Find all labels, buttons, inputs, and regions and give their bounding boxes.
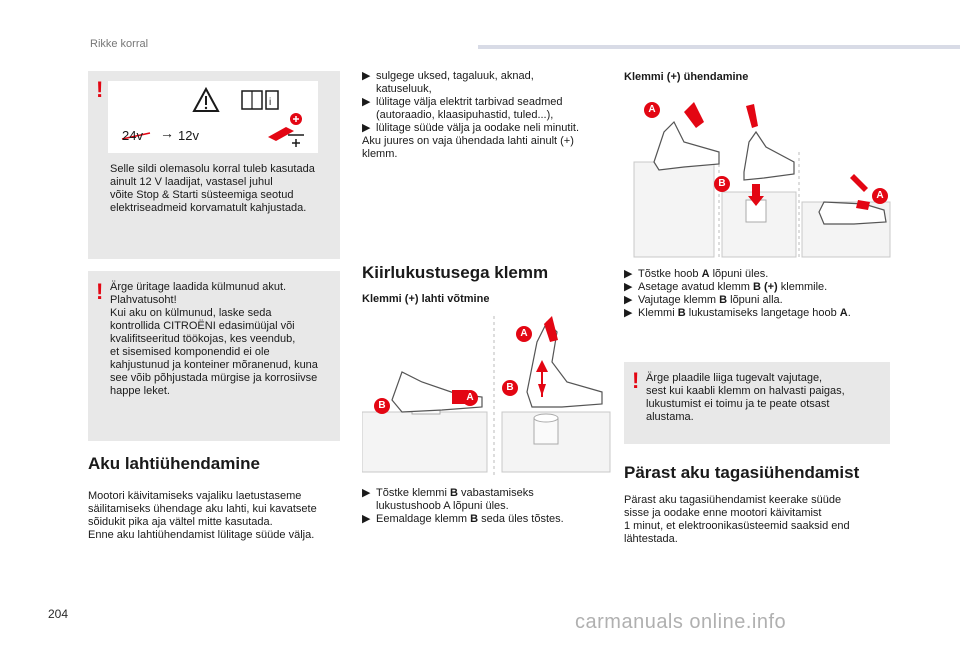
page-header-title: Rikke korral: [90, 38, 149, 50]
triangle-warning-icon: [192, 86, 220, 112]
marker-a: A: [462, 390, 478, 406]
arrow-bullet-icon: ▶︎: [362, 487, 371, 499]
list-item: ▶︎ lülitage välja elektrit tarbivad sead…: [362, 96, 563, 121]
header-bar: [478, 45, 960, 49]
marker-b: B: [502, 380, 518, 396]
section-title-quick-terminal: Kiirlukustusega klemm: [362, 263, 549, 282]
list-item: ▶︎ Klemmi B lukustamiseks langetage hoob…: [624, 307, 851, 319]
marker-a: A: [516, 326, 532, 342]
removal-steps: ▶︎ Tõstke klemmi B vabastamiseks lukustu…: [362, 487, 617, 526]
list-item: ▶︎ Asetage avatud klemm B (+) klemmile.: [624, 281, 828, 293]
label-caption: Selle sildi olemasolu korral tuleb kasut…: [110, 163, 315, 214]
list-item: ▶︎ Vajutage klemm B lõpuni alla.: [624, 294, 783, 306]
list-item: ▶︎ lülitage süüde välja ja oodake neli m…: [362, 122, 580, 134]
label-12v: 12v: [178, 128, 199, 143]
warning-exclamation-icon: !: [96, 77, 104, 102]
arrow-bullet-icon: ▶︎: [624, 307, 633, 319]
press-warning-text: Ärge plaadile liiga tugevalt vajutage, s…: [646, 372, 845, 423]
charger-plug-icon: [268, 113, 304, 147]
subtitle-connect-terminal: Klemmi (+) ühendamine: [624, 71, 749, 83]
arrow-bullet-icon: ▶︎: [362, 70, 371, 82]
arrow-bullet-icon: ▶︎: [624, 281, 633, 293]
marker-a: A: [644, 102, 660, 118]
section-title-reconnect: Pärast aku tagasiühendamist: [624, 463, 860, 482]
list-item: ▶︎ Eemaldage klemm B seda üles tõstes.: [362, 513, 564, 525]
list-item: ▶︎ Tõstke klemmi B vabastamiseks lukustu…: [362, 487, 534, 512]
voltage-label-image: i: [108, 81, 318, 153]
svg-text:i: i: [269, 97, 271, 108]
frozen-battery-warning-box: ! Ärge üritage laadida külmunud akut. Pl…: [88, 271, 340, 441]
disconnect-body: Mootori käivitamiseks vajaliku laetustas…: [88, 490, 317, 541]
terminal-connect-illustration: A B A: [624, 92, 894, 260]
reconnect-body: Pärast aku tagasiühendamist keerake süüd…: [624, 494, 850, 545]
frozen-warning-text: Ärge üritage laadida külmunud akut. Plah…: [110, 281, 318, 397]
terminal-removal-illustration: A B A B: [362, 312, 612, 480]
preparation-list: ▶︎ sulgege uksed, tagaluuk, aknad,katuse…: [362, 70, 612, 161]
page-number: 204: [48, 607, 69, 621]
subtitle-remove-terminal: Klemmi (+) lahti võtmine: [362, 293, 490, 305]
list-item: ▶︎ Tõstke hoob A lõpuni üles.: [624, 268, 769, 280]
arrow-bullet-icon: ▶︎: [624, 268, 633, 280]
marker-b: B: [714, 176, 730, 192]
connect-steps: ▶︎ Tõstke hoob A lõpuni üles. ▶︎ Asetage…: [624, 268, 894, 320]
arrow-right-icon: →: [160, 125, 174, 141]
manual-book-icon: i: [241, 90, 279, 110]
label-warning-box: ! i 2: [88, 71, 340, 259]
arrow-bullet-icon: ▶︎: [362, 96, 371, 108]
arrow-bullet-icon: ▶︎: [624, 294, 633, 306]
arrow-bullet-icon: ▶︎: [362, 122, 371, 134]
section-title-disconnect: Aku lahtiühendamine: [88, 454, 260, 473]
list-item: ▶︎ sulgege uksed, tagaluuk, aknad,katuse…: [362, 70, 534, 95]
warning-exclamation-icon: !: [632, 368, 640, 393]
watermark: carmanuals online.info: [575, 611, 787, 633]
arrow-bullet-icon: ▶︎: [362, 513, 371, 525]
marker-a: A: [872, 188, 888, 204]
warning-exclamation-icon: !: [96, 279, 104, 304]
marker-b: B: [374, 398, 390, 414]
label-24v: 24v: [122, 128, 143, 143]
press-warning-box: ! Ärge plaadile liiga tugevalt vajutage,…: [624, 362, 890, 444]
